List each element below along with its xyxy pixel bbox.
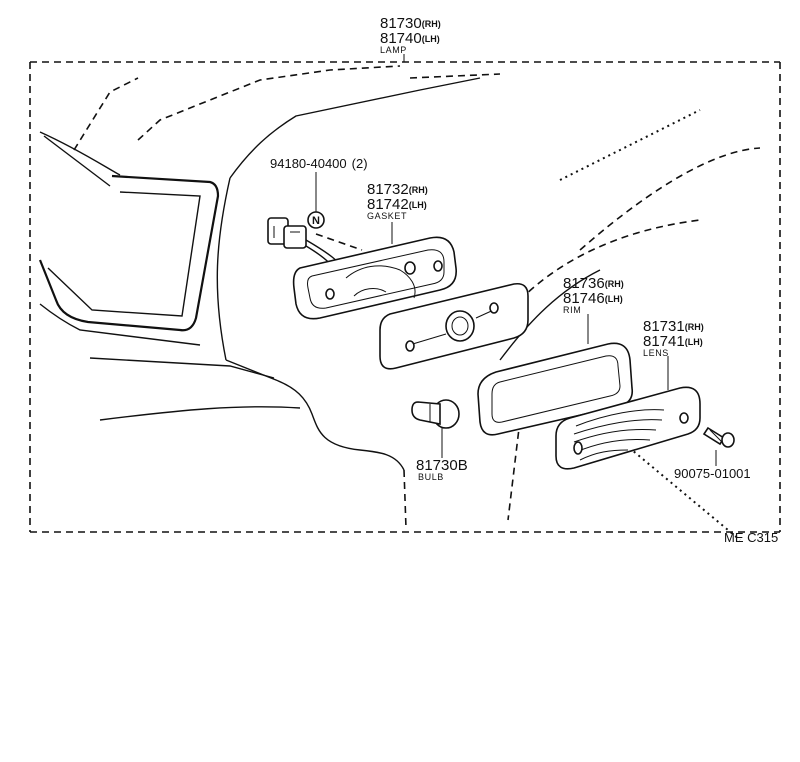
vehicle-body-outline <box>38 65 761 541</box>
lamp-part-rh: 81730 <box>380 15 422 32</box>
gasket-suffix-lh: (LH) <box>409 200 427 210</box>
bulb-part: 81730B <box>416 457 468 474</box>
lamp-part-lh: 81740 <box>380 30 422 47</box>
callout-bulb: 81730B BULB <box>416 457 468 482</box>
svg-text:81732(RH): 81732(RH) <box>367 181 428 198</box>
callout-lens: 81731(RH) 81741(LH) LENS <box>643 318 704 358</box>
assembly-dash-line <box>315 233 363 251</box>
svg-text:94180-40400(2): 94180-40400 (2) <box>270 156 368 171</box>
lens-part-lh: 81741 <box>643 333 685 350</box>
lens-part <box>555 386 701 470</box>
rim-suffix-rh: (RH) <box>605 279 624 289</box>
assembly-frame <box>29 61 781 533</box>
svg-text:81730(RH): 81730(RH) <box>380 15 441 32</box>
lamp-suffix-lh: (LH) <box>422 34 440 44</box>
rim-suffix-lh: (LH) <box>605 294 623 304</box>
lamp-plate-part <box>379 282 529 370</box>
callout-screw-n: 94180-40400 (2) <box>270 156 368 171</box>
lamp-suffix-rh: (RH) <box>422 19 441 29</box>
svg-text:81736(RH): 81736(RH) <box>563 275 624 292</box>
bulb-name: BULB <box>418 472 444 482</box>
svg-text:81746(LH): 81746(LH) <box>563 290 623 307</box>
gasket-part <box>292 236 457 320</box>
svg-text:81740(LH): 81740(LH) <box>380 30 440 47</box>
callout-screw: 90075-01001 <box>674 466 751 481</box>
screw-part-number: 90075-01001 <box>674 466 751 481</box>
rim-part-rh: 81736 <box>563 275 605 292</box>
rim-name: RIM <box>563 305 581 315</box>
marker-n: N <box>307 211 325 229</box>
screw-part <box>702 426 735 448</box>
rim-part-lh: 81746 <box>563 290 605 307</box>
gasket-name: GASKET <box>367 211 407 221</box>
callout-gasket: 81732(RH) 81742(LH) GASKET <box>367 181 428 221</box>
leader-lines <box>315 54 717 466</box>
lens-suffix-lh: (LH) <box>685 337 703 347</box>
svg-text:81741(LH): 81741(LH) <box>643 333 703 350</box>
gasket-part-lh: 81742 <box>367 196 409 213</box>
screw-n-qty: (2) <box>352 156 368 171</box>
screw-n-part: 94180-40400 <box>270 156 347 171</box>
diagram-code: ME C315 <box>724 530 778 545</box>
lens-name: LENS <box>643 348 669 358</box>
lens-part-rh: 81731 <box>643 318 685 335</box>
callout-rim: 81736(RH) 81746(LH) RIM <box>563 275 624 315</box>
callout-lamp: 81730(RH) 81740(LH) LAMP <box>380 15 441 55</box>
svg-text:81742(LH): 81742(LH) <box>367 196 427 213</box>
marker-n-label: N <box>312 215 320 227</box>
bulb-part <box>411 399 460 429</box>
lens-suffix-rh: (RH) <box>685 322 704 332</box>
gasket-suffix-rh: (RH) <box>409 185 428 195</box>
svg-text:81731(RH): 81731(RH) <box>643 318 704 335</box>
lamp-name: LAMP <box>380 45 407 55</box>
gasket-part-rh: 81732 <box>367 181 409 198</box>
